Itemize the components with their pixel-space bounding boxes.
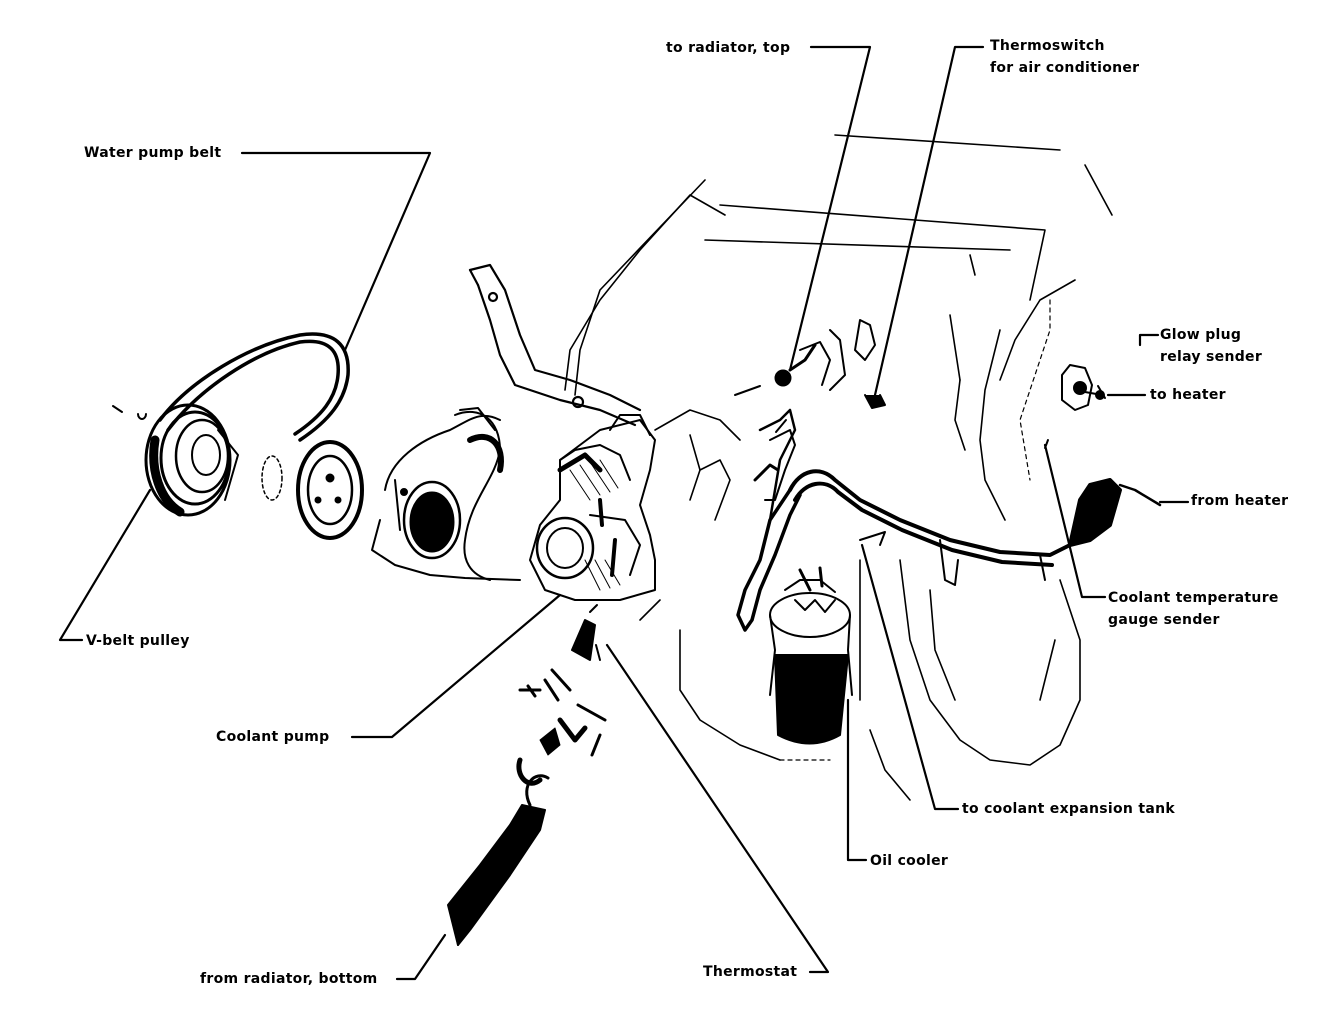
coolant-hose-art: [736, 429, 802, 632]
pump-hub-art: [296, 440, 364, 540]
label-coolant-pump: Coolant pump: [216, 729, 330, 745]
heater-fittings-art: [1044, 364, 1106, 449]
label-glow-plug-relay-sender: Glow plug relay sender: [1160, 327, 1263, 365]
pump-bracket: [468, 263, 642, 427]
label-thermoswitch-air-conditioner: Thermoswitch for air conditioner: [990, 38, 1140, 76]
label-to-heater: to heater: [1150, 387, 1226, 403]
label-thermostat: Thermostat: [703, 964, 798, 980]
label-water-pump-belt: Water pump belt: [84, 145, 222, 161]
label-to-radiator-top: to radiator, top: [666, 40, 791, 56]
label-v-belt-pulley: V-belt pulley: [86, 633, 190, 649]
pump-body-art: [371, 407, 521, 581]
water-pump-belt: [158, 332, 350, 442]
thermostat-part-art: [571, 604, 601, 661]
label-from-heater: from heater: [1191, 493, 1289, 509]
heater-hose-art: [788, 469, 1162, 567]
lower-radiator-hose-art: [447, 804, 546, 946]
label-oil-cooler: Oil cooler: [870, 853, 949, 869]
v-belt-pulley-art: [112, 403, 239, 517]
housing-hatch: [569, 459, 621, 591]
engine-block: [564, 134, 1113, 801]
label-from-radiator-bottom: from radiator, bottom: [200, 971, 378, 987]
upper-radiator-hose-art: [734, 341, 831, 562]
leader-lines: [58, 45, 1190, 981]
label-coolant-temperature-gauge-sender: Coolant temperature gauge sender: [1108, 590, 1279, 628]
hose-clamps-art: [516, 668, 607, 807]
oil-cooler-art: [769, 566, 853, 745]
thermostat-housing-art: [529, 414, 656, 601]
label-to-coolant-expansion-tank: to coolant expansion tank: [962, 801, 1175, 817]
thermoswitch-art: [829, 319, 886, 409]
